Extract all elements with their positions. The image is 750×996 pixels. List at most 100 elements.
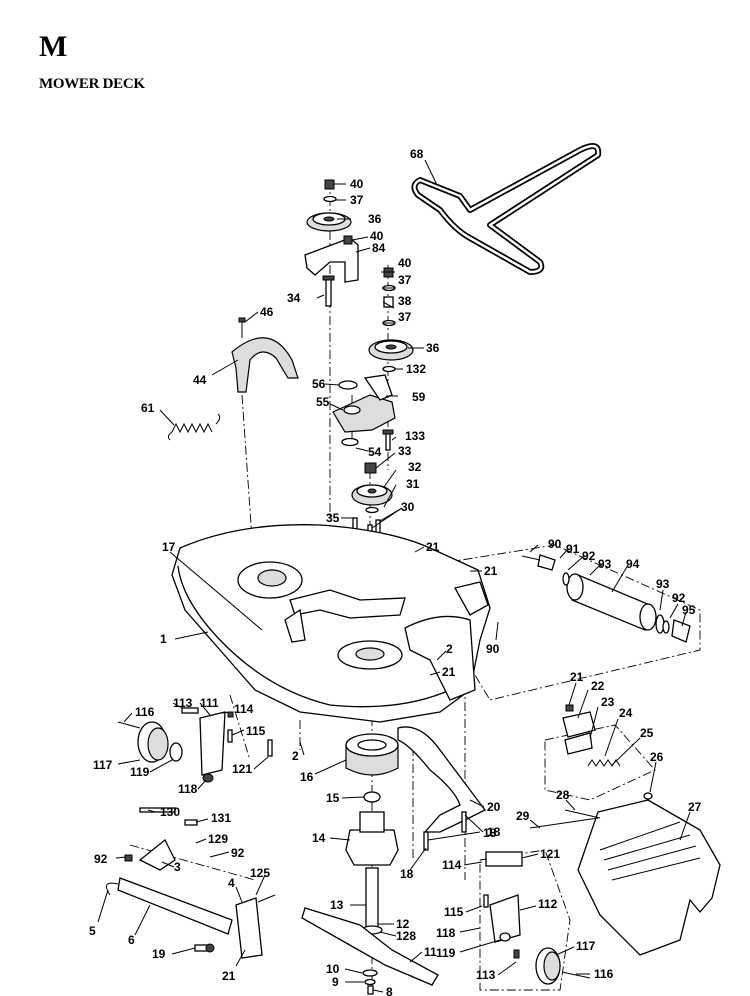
callout-label: 14	[312, 831, 326, 845]
callout-label: 35	[326, 511, 340, 525]
callout-label: 26	[650, 750, 664, 764]
callout-label: 18	[483, 826, 497, 840]
callout-label: 21	[426, 540, 440, 554]
spring	[167, 413, 221, 441]
callout-label: 32	[408, 460, 422, 474]
callout-label: 25	[640, 726, 654, 740]
callout-label: 37	[350, 193, 364, 207]
callout-label: 117	[93, 758, 113, 772]
callout-label: 84	[372, 241, 386, 255]
callout-label: 132	[406, 362, 426, 376]
callout-label: 36	[426, 341, 440, 355]
callout-label: 114	[234, 702, 254, 716]
callout-label: 21	[442, 665, 456, 679]
callout-label: 128	[396, 929, 416, 943]
callout-label: 20	[487, 800, 501, 814]
callout-label: 131	[211, 811, 231, 825]
callout-label: 37	[398, 310, 412, 324]
section-title: MOWER DECK	[39, 76, 145, 92]
callout-labels: 68 40 37 36 40 84 34 46 44 40 37 38 37 3…	[89, 147, 702, 996]
callout-label: 19	[152, 947, 166, 961]
callout-label: 12	[396, 917, 410, 931]
deck-housing	[171, 524, 491, 723]
callout-label: 13	[330, 898, 344, 912]
left-gauge-wheel	[117, 707, 273, 783]
callout-label: 113	[173, 696, 193, 710]
callout-label: 40	[398, 256, 412, 270]
callout-label: 119	[436, 946, 456, 960]
callout-label: 21	[222, 969, 236, 983]
callout-label: 24	[619, 706, 633, 720]
callout-label: 31	[406, 477, 420, 491]
callout-label: 133	[405, 429, 425, 443]
deflector-bracket	[562, 704, 653, 800]
callout-label: 37	[398, 273, 412, 287]
leader-lines	[97, 159, 691, 993]
callout-label: 68	[410, 147, 424, 161]
callout-label: 117	[576, 939, 596, 953]
callout-label: 119	[130, 765, 150, 779]
callout-label: 115	[246, 724, 266, 738]
callout-label: 21	[570, 670, 584, 684]
callout-label: 91	[566, 542, 580, 556]
callout-label: 17	[162, 540, 176, 554]
callout-label: 21	[484, 564, 498, 578]
callout-label: 61	[141, 401, 155, 415]
callout-label: 40	[370, 229, 384, 243]
right-gauge-wheel	[483, 851, 591, 985]
callout-label: 94	[626, 557, 640, 571]
callout-label: 33	[398, 444, 412, 458]
callout-label: 129	[208, 832, 228, 846]
callout-label: 93	[598, 557, 612, 571]
callout-label: 121	[540, 847, 560, 861]
anti-scalp-roller	[521, 554, 691, 643]
callout-label: 11	[424, 945, 437, 959]
callout-label: 125	[250, 866, 270, 880]
callout-label: 28	[556, 788, 570, 802]
baffle	[397, 726, 486, 851]
callout-label: 116	[135, 705, 155, 719]
callout-label: 92	[582, 549, 596, 563]
callout-label: 95	[682, 603, 696, 617]
spindle-pulley	[351, 462, 393, 514]
lift-linkage	[105, 807, 276, 959]
callout-label: 36	[368, 212, 382, 226]
drive-belt	[411, 143, 602, 275]
callout-label: 111	[200, 696, 219, 710]
callout-label: 46	[260, 305, 274, 319]
section-letter: M	[39, 30, 68, 63]
callout-label: 112	[538, 897, 558, 911]
callout-label: 90	[486, 642, 500, 656]
discharge-chute	[529, 799, 721, 956]
callout-label: 113	[476, 968, 496, 982]
callout-label: 16	[300, 770, 314, 784]
callout-label: 18	[487, 825, 501, 839]
callout-label: 10	[326, 962, 340, 976]
callout-label: 29	[516, 809, 530, 823]
callout-label: 18	[400, 867, 414, 881]
callout-label: 92	[94, 852, 108, 866]
callout-label: 6	[128, 933, 135, 947]
callout-label: 90	[548, 537, 562, 551]
callout-label: 44	[193, 373, 207, 387]
callout-label: 93	[656, 577, 670, 591]
callout-label: 1	[160, 632, 167, 646]
callout-label: 121	[232, 762, 252, 776]
upper-pulley-stack	[304, 179, 359, 307]
callout-label: 27	[688, 800, 702, 814]
callout-label: 59	[412, 390, 426, 404]
blade-spindle	[301, 733, 439, 995]
callout-label: 34	[287, 291, 301, 305]
callout-label: 118	[178, 782, 198, 796]
callout-label: 23	[601, 695, 615, 709]
callout-label: 15	[326, 791, 340, 805]
callout-label: 22	[591, 679, 605, 693]
callout-label: 130	[160, 805, 180, 819]
callout-label: 55	[316, 395, 330, 409]
callout-label: 2	[446, 642, 453, 656]
callout-label: 4	[228, 876, 235, 890]
callout-label: 38	[398, 294, 412, 308]
callout-label: 30	[401, 500, 415, 514]
callout-label: 54	[368, 445, 382, 459]
